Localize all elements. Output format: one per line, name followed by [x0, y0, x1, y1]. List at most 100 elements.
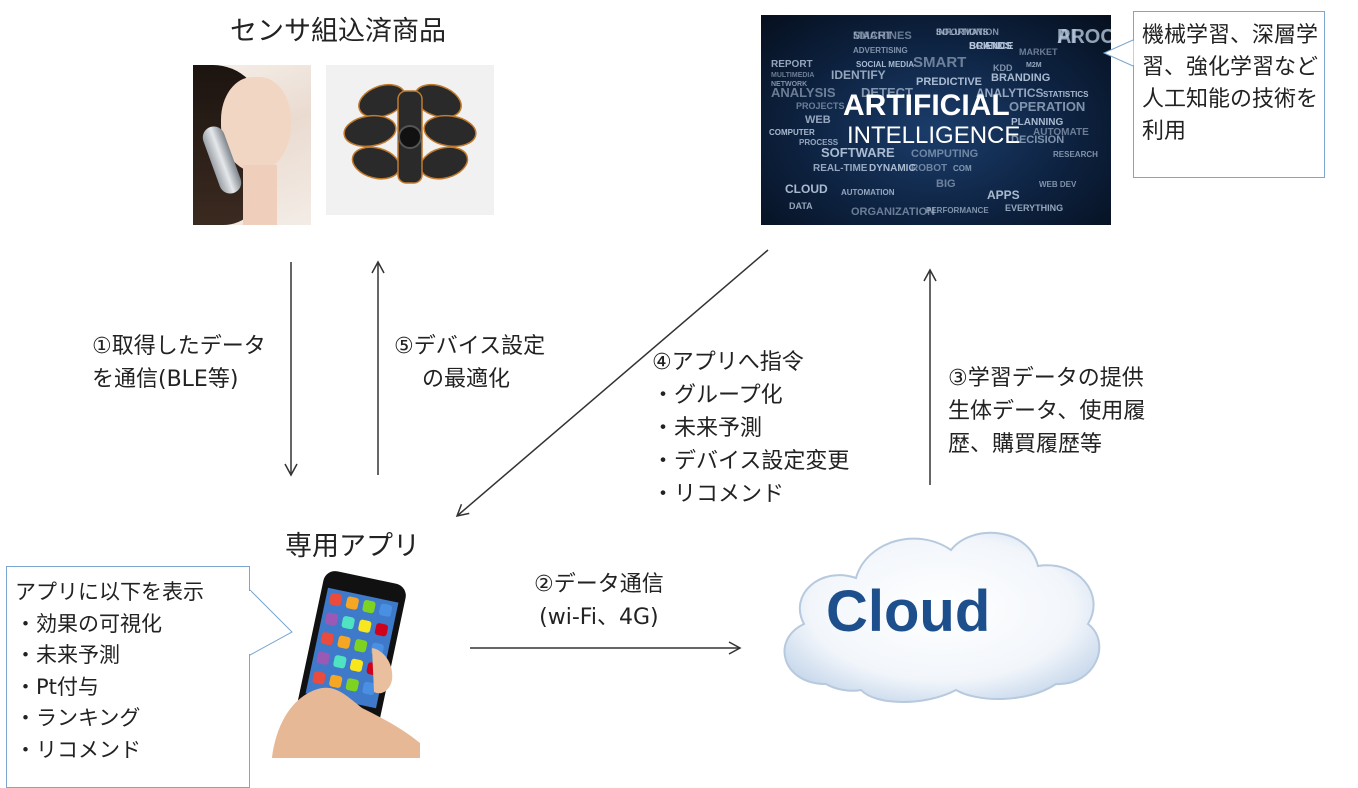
- app-icon: [312, 671, 326, 685]
- app-title: 専用アプリ: [285, 531, 420, 562]
- app-icon: [349, 658, 364, 672]
- app-callout-line: ・Pt付与: [15, 674, 99, 699]
- step3-line: 生体データ、使用履: [948, 399, 1146, 424]
- ai-word: SMART: [853, 30, 892, 42]
- ai-word: DYNAMIC: [869, 163, 916, 174]
- ai-callout-line: 人工知能の技術を: [1142, 87, 1319, 112]
- cloud-shape: [766, 514, 1112, 710]
- step2-label: ②データ通信 (wi-Fi、4G): [534, 568, 664, 634]
- ai-word: CLOUD: [785, 182, 828, 196]
- app-icon: [337, 635, 351, 649]
- step4-line: ・グループ化: [652, 383, 783, 408]
- ai-word: NETWORK: [771, 81, 807, 88]
- ai-word: WEB: [805, 114, 831, 126]
- ai-word: PLANNING: [1011, 117, 1063, 128]
- ai-word: INFORMATION: [936, 27, 999, 37]
- app-icon: [345, 678, 359, 692]
- ai-callout-line: 習、強化学習など: [1142, 55, 1319, 80]
- ai-word: DECISION: [1011, 134, 1064, 146]
- ai-word: WEB DEV: [1039, 180, 1077, 189]
- ai-word: BRANDING: [991, 72, 1050, 84]
- arrow-step4-diagonal: [455, 249, 769, 518]
- app-icon: [324, 612, 339, 626]
- ai-technology-callout: 機械学習、深層学 習、強化学習など 人工知能の技術を 利用: [1133, 11, 1325, 178]
- ai-word: AUTOMATE: [1033, 127, 1089, 138]
- step1-line: ①取得したデータ: [92, 334, 266, 359]
- ai-word: ANALYTICS: [976, 86, 1044, 100]
- ai-word: BRANDS: [969, 41, 1012, 52]
- step4-line: ・リコメンド: [652, 482, 785, 507]
- step5-line: の最適化: [422, 367, 511, 392]
- ai-callout-line: 機械学習、深層学: [1142, 23, 1319, 48]
- ai-word: SMART: [913, 54, 966, 71]
- ai-word: MARKET: [1019, 47, 1058, 57]
- ai-word: REAL-TIME: [813, 163, 868, 174]
- ai-word: ROBOT: [911, 163, 947, 174]
- step2-line: ②データ通信: [534, 572, 664, 597]
- smartphone-photo: [252, 568, 420, 758]
- ai-word: M2M: [1026, 62, 1042, 69]
- ai-word: RESEARCH: [1053, 150, 1098, 159]
- ai-word: AI: [1057, 26, 1077, 48]
- ai-word: PROJECTS: [796, 101, 845, 111]
- ai-word: REPORT: [771, 59, 813, 70]
- step4-line: ④アプリへ指令: [652, 350, 804, 375]
- app-icon: [316, 651, 330, 665]
- app-icon: [345, 596, 359, 610]
- app-icon: [354, 639, 368, 653]
- ai-word: PREDICTIVE: [916, 76, 982, 88]
- ai-callout-tail: [1102, 39, 1134, 67]
- ai-word: COM: [953, 164, 972, 173]
- ai-word: APPS: [987, 188, 1020, 202]
- step2-line: (wi-Fi、4G): [539, 605, 659, 630]
- step1-label: ①取得したデータ を通信(BLE等): [92, 330, 266, 396]
- step4-label: ④アプリへ指令 ・グループ化 ・未来予測 ・デバイス設定変更 ・リコメンド: [652, 346, 849, 511]
- app-icon: [374, 623, 389, 637]
- step5-line: ⑤デバイス設定: [394, 334, 546, 359]
- ai-word: PERFORMANCE: [926, 206, 989, 215]
- ai-word: SOFTWARE: [821, 145, 895, 160]
- ai-word: IDENTIFY: [831, 68, 886, 82]
- ai-word: DATA: [789, 201, 813, 211]
- ai-word: PROCESS: [799, 138, 839, 147]
- ai-callout-line: 利用: [1142, 119, 1187, 144]
- ai-word: ADVERTISING: [853, 46, 908, 55]
- app-callout-line: ・未来予測: [15, 643, 120, 667]
- app-callout-line: ・ランキング: [15, 706, 141, 730]
- face-device-photo: [193, 65, 311, 225]
- app-icon: [333, 655, 347, 669]
- ai-word: COMPUTER: [769, 128, 815, 137]
- ai-word: COMPUTING: [911, 148, 978, 160]
- ai-word: BIG: [936, 178, 956, 190]
- step3-label: ③学習データの提供 生体データ、使用履 歴、購買履歴等: [948, 362, 1145, 461]
- ai-word: KDD: [993, 63, 1013, 73]
- ai-word: EVERYTHING: [1005, 203, 1063, 213]
- ai-word: STATISTICS: [1043, 90, 1089, 99]
- ai-word: AUTOMATION: [841, 188, 895, 197]
- step1-line: を通信(BLE等): [92, 367, 239, 392]
- step3-line: ③学習データの提供: [948, 366, 1144, 391]
- ai-headline-artificial: ARTIFICIAL: [843, 89, 1010, 122]
- cloud-label: Cloud: [826, 579, 991, 644]
- ai-headline-intelligence: INTELLIGENCE: [847, 122, 1020, 149]
- ai-word: ANALYSIS: [771, 85, 836, 100]
- ai-word: SOLUTIONS: [936, 27, 989, 37]
- step4-line: ・未来予測: [652, 416, 763, 441]
- app-icon: [362, 600, 376, 614]
- step5-label: ⑤デバイス設定 の最適化: [394, 330, 545, 396]
- app-icon: [329, 674, 343, 688]
- sensor-products-title: センサ組込済商品: [230, 16, 446, 47]
- app-callout-tail: [249, 589, 293, 656]
- step3-line: 歴、購買履歴等: [948, 432, 1103, 457]
- app-display-callout: アプリに以下を表示 ・効果の可視化 ・未来予測 ・Pt付与 ・ランキング ・リコ…: [6, 566, 250, 788]
- app-icon: [358, 619, 372, 633]
- app-callout-line: ・リコメンド: [15, 737, 141, 762]
- ai-word: SOCIAL MEDIA: [856, 60, 914, 69]
- app-icon: [329, 592, 343, 607]
- ai-word: MACHINES: [853, 30, 912, 42]
- ai-word: DETECT: [861, 85, 913, 100]
- app-callout-line: アプリに以下を表示: [15, 580, 204, 604]
- ai-word: MULTIMEDIA: [771, 72, 814, 79]
